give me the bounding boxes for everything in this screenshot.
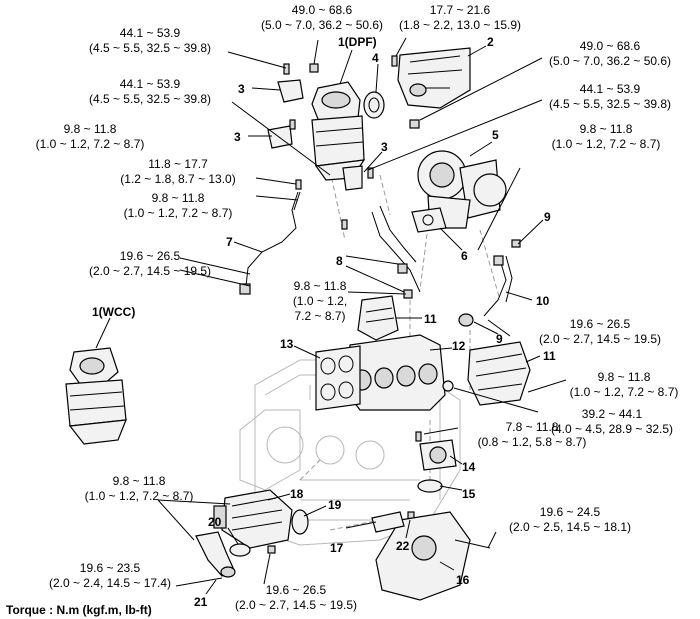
torque-spec-s02-line1: 17.7 ~ 21.6 [430, 3, 491, 17]
torque-spec-s11-line2: (2.0 ~ 2.7, 14.5 ~ 19.5) [89, 264, 211, 278]
part-label-21: 21 [194, 595, 208, 609]
torque-spec-labels: 49.0 ~ 68.6 (5.0 ~ 7.0, 36.2 ~ 50.6) 17.… [36, 3, 679, 612]
turbocharger-part [417, 150, 507, 229]
egr-pipe-21-part [195, 531, 236, 578]
torque-spec-s16-line2: (0.8 ~ 1.2, 5.8 ~ 8.7) [478, 435, 587, 449]
part-label-3a: 3 [238, 82, 245, 96]
torque-spec-s17-line1: 9.8 ~ 11.8 [113, 474, 166, 488]
torque-spec-s17-line2: (1.0 ~ 1.2, 7.2 ~ 8.7) [85, 489, 194, 503]
torque-spec-s06-line2: (4.5 ~ 5.5, 32.5 ~ 39.8) [549, 97, 671, 111]
gasket-17-part [371, 511, 405, 533]
torque-spec-s10-line1: 9.8 ~ 11.8 [152, 191, 205, 205]
torque-spec-s14-line2: (1.0 ~ 1.2, 7.2 ~ 8.7) [570, 385, 679, 399]
heat-protector-11a-part [357, 295, 399, 341]
torque-spec-s08-line2: (1.0 ~ 1.2, 7.2 ~ 8.7) [552, 137, 661, 151]
torque-spec-s20-line1: 19.6 ~ 26.5 [266, 583, 327, 597]
part-label-wcc: 1(WCC) [92, 305, 135, 319]
part-label-5: 5 [492, 128, 499, 142]
part-label-10: 10 [536, 294, 550, 308]
torque-spec-s19-line1: 19.6 ~ 23.5 [80, 561, 141, 575]
torque-unit-legend: Torque : N.m (kgf.m, lb-ft) [6, 603, 152, 617]
torque-spec-s05-line1: 49.0 ~ 68.6 [580, 39, 641, 53]
torque-spec-s18-line1: 19.6 ~ 24.5 [540, 505, 601, 519]
torque-spec-s08-line1: 9.8 ~ 11.8 [580, 122, 633, 136]
part-label-11a: 11 [424, 312, 437, 326]
part-label-11b: 11 [543, 349, 556, 363]
part-label-22: 22 [396, 539, 410, 553]
oil-return-pipe-part [371, 205, 421, 299]
part-label-9a: 9 [544, 210, 551, 224]
part-label-16: 16 [456, 573, 470, 587]
torque-spec-s07-line1: 9.8 ~ 11.8 [64, 122, 117, 136]
gasket-20-part [229, 543, 251, 557]
wcc-converter-part [65, 347, 127, 445]
torque-spec-s03-line2: (4.5 ~ 5.5, 32.5 ~ 39.8) [89, 41, 211, 55]
eye-bolt-9-part [458, 313, 474, 327]
part-label-13: 13 [280, 337, 294, 351]
gasket-4-part [363, 91, 385, 119]
gasket-6-part [411, 207, 447, 233]
egr-valve-14-part [419, 439, 457, 471]
part-label-4: 4 [372, 51, 379, 65]
part-label-15: 15 [462, 487, 476, 501]
torque-spec-s01-line1: 49.0 ~ 68.6 [292, 3, 353, 17]
part-label-dpf: 1(DPF) [338, 35, 377, 49]
part-label-9b: 9 [496, 332, 503, 346]
leader-lines [95, 37, 567, 595]
part-number-labels: 1(DPF) 1(WCC) 2 3 3 3 4 5 6 7 8 9 9 10 1… [92, 35, 556, 609]
oil-feed-pipe-part [239, 191, 301, 295]
part-label-3b: 3 [234, 130, 241, 144]
dpf-converter-part [311, 81, 366, 181]
fastener-parts [267, 55, 521, 554]
part-label-14: 14 [462, 460, 476, 474]
alignment-dash-lines [299, 169, 501, 531]
water-pipe-part [483, 255, 513, 317]
part-label-3c: 3 [381, 140, 388, 154]
gasket-15-part [417, 479, 443, 493]
torque-spec-s03-line1: 44.1 ~ 53.9 [120, 26, 181, 40]
part-label-18: 18 [290, 487, 304, 501]
torque-spec-s16-line1: 7.8 ~ 11.8 [506, 420, 559, 434]
housing-16-part [375, 511, 491, 601]
torque-spec-s07-line2: (1.0 ~ 1.2, 7.2 ~ 8.7) [36, 137, 145, 151]
torque-spec-s15-line2: (4.0 ~ 4.5, 28.9 ~ 32.5) [551, 422, 673, 436]
exhaust-manifold-gasket-part [315, 345, 361, 411]
part-label-6: 6 [461, 249, 468, 263]
part-label-7: 7 [226, 235, 233, 249]
part-label-2: 2 [487, 35, 494, 49]
gasket-19-part [291, 509, 309, 535]
torque-spec-s02-line2: (1.8 ~ 2.2, 13.0 ~ 15.9) [399, 18, 521, 32]
part-label-12: 12 [452, 339, 466, 353]
torque-spec-s12-line1: 9.8 ~ 11.8 [294, 279, 347, 293]
torque-spec-s06-line1: 44.1 ~ 53.9 [580, 82, 641, 96]
torque-spec-s18-line2: (2.0 ~ 2.5, 14.5 ~ 18.1) [509, 520, 631, 534]
torque-spec-s04-line2: (4.5 ~ 5.5, 32.5 ~ 39.8) [89, 92, 211, 106]
torque-spec-s14-line1: 9.8 ~ 11.8 [598, 370, 651, 384]
part-label-8: 8 [336, 254, 343, 268]
torque-spec-s04-line1: 44.1 ~ 53.9 [120, 77, 181, 91]
heat-protector-11b-part [467, 341, 531, 406]
torque-spec-s20-line2: (2.0 ~ 2.7, 14.5 ~ 19.5) [235, 598, 357, 612]
egr-cooler-part [213, 489, 293, 549]
torque-spec-s13-line1: 19.6 ~ 26.5 [570, 317, 631, 331]
part-label-17: 17 [330, 541, 344, 555]
torque-spec-s12-line2: (1.0 ~ 1.2, [293, 294, 347, 308]
torque-spec-s05-line2: (5.0 ~ 7.0, 36.2 ~ 50.6) [549, 54, 671, 68]
torque-spec-s01-line2: (5.0 ~ 7.0, 36.2 ~ 50.6) [261, 18, 383, 32]
heat-protector-top-part [397, 47, 471, 109]
exhaust-manifold-part [344, 334, 454, 411]
torque-spec-s13-line2: (2.0 ~ 2.7, 14.5 ~ 19.5) [539, 332, 661, 346]
part-label-19: 19 [328, 498, 342, 512]
torque-spec-s09-line2: (1.2 ~ 1.8, 8.7 ~ 13.0) [120, 172, 235, 186]
torque-spec-s19-line2: (2.0 ~ 2.4, 14.5 ~ 17.4) [49, 576, 171, 590]
torque-spec-s15-line1: 39.2 ~ 44.1 [582, 407, 643, 421]
torque-spec-s11-line1: 19.6 ~ 26.5 [120, 249, 181, 263]
torque-spec-s12-line3: 7.2 ~ 8.7) [294, 309, 345, 323]
part-label-20: 20 [208, 515, 222, 529]
torque-spec-s10-line2: (1.0 ~ 1.2, 7.2 ~ 8.7) [124, 206, 233, 220]
torque-spec-s09-line1: 11.8 ~ 17.7 [148, 157, 208, 171]
